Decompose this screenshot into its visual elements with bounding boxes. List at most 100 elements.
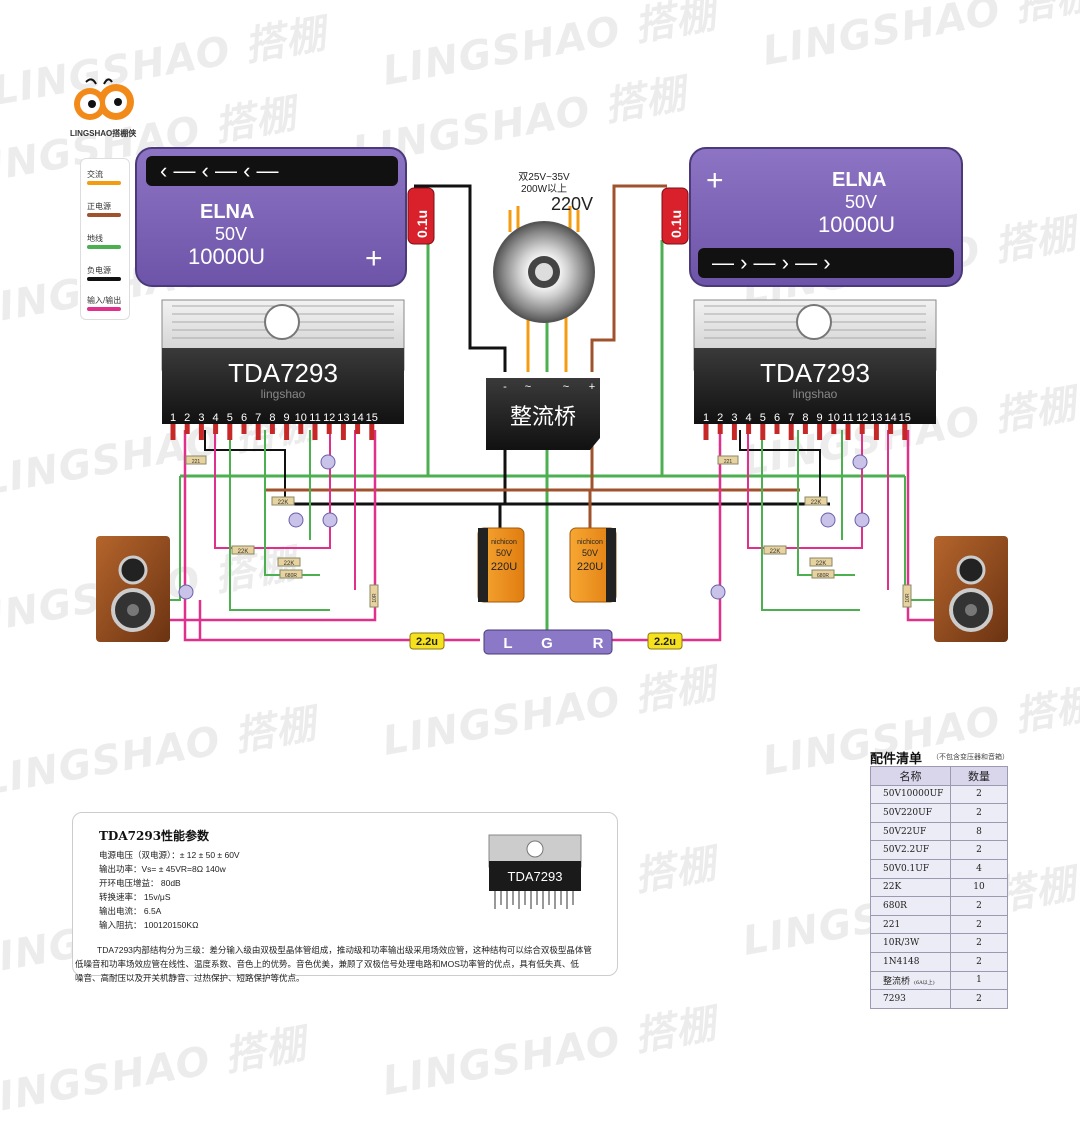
chip-right-pin-label-15: 15 [899,412,911,424]
svg-text:680R: 680R [285,573,297,579]
cap-right-stripe: — › — › — › [712,250,831,275]
resistor-22k-3: 22K [277,557,301,567]
cap-right-voltage: 50V [845,192,877,212]
chip-thumbnail: TDA7293 [488,834,582,909]
wires [160,184,935,642]
chip-left-pin-8 [269,424,275,434]
cap-left-plus: + [365,242,383,275]
chip-left-pin-label-4: 4 [213,412,219,424]
bom-header-name: 名称 [870,766,951,786]
bom-item-qty: 2 [950,896,1008,916]
bom-item-name: 50V2.2UF [870,840,951,860]
bom-item-qty: 2 [950,840,1008,860]
resistor-22k-1: 22K [271,496,295,506]
filter-cap-left-voltage: 50V [496,548,512,558]
bom-title: 配件清单 [870,751,923,766]
chip-left-pin-6 [241,424,247,434]
spec-row-6: 输入阻抗： 100120150KΩ [99,920,199,930]
chip-right-pin-label-3: 3 [731,412,737,424]
cap-right-plus: + [706,164,724,197]
chip-right-pin-15 [902,424,908,440]
lingshao-logo [74,78,134,120]
filter-cap-left-brand: nichicon [491,539,517,546]
chip-right-pin-11 [845,424,851,440]
negative-left [204,430,286,504]
legend-swatch-ac [87,181,121,185]
chip-right-pin-12 [859,424,865,434]
legend-swatch-positive [87,213,121,217]
chip-left-sub: lingshao [261,387,306,401]
toroidal-transformer: 双25V~35V 200W以上 220V [493,171,595,323]
legend-swatch-negative [87,277,121,281]
chip-left-pin-label-5: 5 [227,412,233,424]
spec-row-5: 输出电流： 6.5A [99,906,162,916]
chip-left-pin-label-2: 2 [184,412,190,424]
speaker-right [934,536,1008,642]
spec-desc-line-3: 噪音、高耐压以及开关机静音、过热保护、短路保护等优点。 [75,973,305,983]
chip-spec-panel: TDA7293性能参数 电源电压（双电源）：± 12 ± 50 ± 60V 输出… [72,812,618,983]
chip-left-pin-1 [170,424,176,440]
chip-left-pin-12 [326,424,332,434]
resistor-22k-r2: 22K [763,545,787,555]
bom-row: 整流桥(6A以上)1 [870,970,1008,991]
bridge-rectifier: ~ ~ - + 整流桥 [486,378,600,450]
svg-text:22K: 22K [284,561,295,567]
io-right-fb [747,430,863,549]
transformer-spec-line1: 双25V~35V [518,171,570,183]
bom-item-name: 7293 [870,989,951,1009]
gnd-right-a [761,430,860,611]
spec-description: TDA7293内部结构分为三级：差分输入级由双极型晶体管组成，推动级和功率输出级… [73,943,613,985]
input-right-label: R [593,635,604,652]
spec-title: TDA7293性能参数 [99,829,210,843]
svg-text:22K: 22K [238,549,249,555]
chip-left-pin-11 [312,424,318,440]
filter-cap-left-capacity: 220U [491,561,517,573]
input-left-label: L [503,635,512,652]
chip-right-pin-label-2: 2 [717,412,723,424]
resistor-10r-left: 10R [369,584,379,608]
bom-item-name: 50V0.1UF [870,858,951,879]
bom-item-qty: 4 [950,858,1008,879]
chip-left-pin-label-14: 14 [351,412,363,424]
chip-left-pin-label-13: 13 [337,412,349,424]
chip-right-pin-label-7: 7 [788,412,794,424]
cap-left-capacity: 10000U [188,244,265,269]
resistor-680-right: 680R [811,569,835,579]
spec-row-2: 输出功率：Vs= ± 45VR=8Ω 140w [99,864,226,874]
speaker-left [96,536,170,642]
io-left-fb [214,430,331,549]
transformer-voltage: 220V [551,194,593,214]
positive-wire-cap [590,184,667,372]
gnd-right-b [797,430,855,576]
filter-cap-right-brand: nichicon [577,539,603,546]
io-left-out [160,430,377,622]
cap-left-voltage: 50V [215,224,247,244]
svg-text:22K: 22K [811,500,822,506]
circuit-svg: ‹ — ‹ — ‹ — ELNA 50V 10000U + — › — › — … [96,147,1008,655]
cap-right-capacity: 10000U [818,212,895,237]
chip-left-pin-2 [184,424,190,434]
chip-left-pin-label-6: 6 [241,412,247,424]
input-ground-label: G [541,635,553,652]
resistor-221-right: 221 [717,455,739,465]
watermark-10: LINGSHAO 搭棚 [0,700,320,805]
decoupling-cap-left-label: 0.1u [414,210,430,238]
bom-item-qty: 2 [950,784,1008,805]
legend-label-io: 输入/输出 [87,296,122,305]
bom-item-qty: 2 [950,914,1008,935]
small-components: 22K 22K 22K 680R 221 10R 22K 22K 22K 680… [178,454,912,608]
chip-right-pin-7 [788,424,794,440]
spk-right-gnd [904,476,935,601]
chip-left-pin-7 [255,424,261,440]
chip-right-pin-5 [760,424,766,440]
resistor-22k-r1: 22K [804,496,828,506]
chip-left-pin-label-12: 12 [323,412,335,424]
chip-left-pin-label-15: 15 [366,412,378,424]
